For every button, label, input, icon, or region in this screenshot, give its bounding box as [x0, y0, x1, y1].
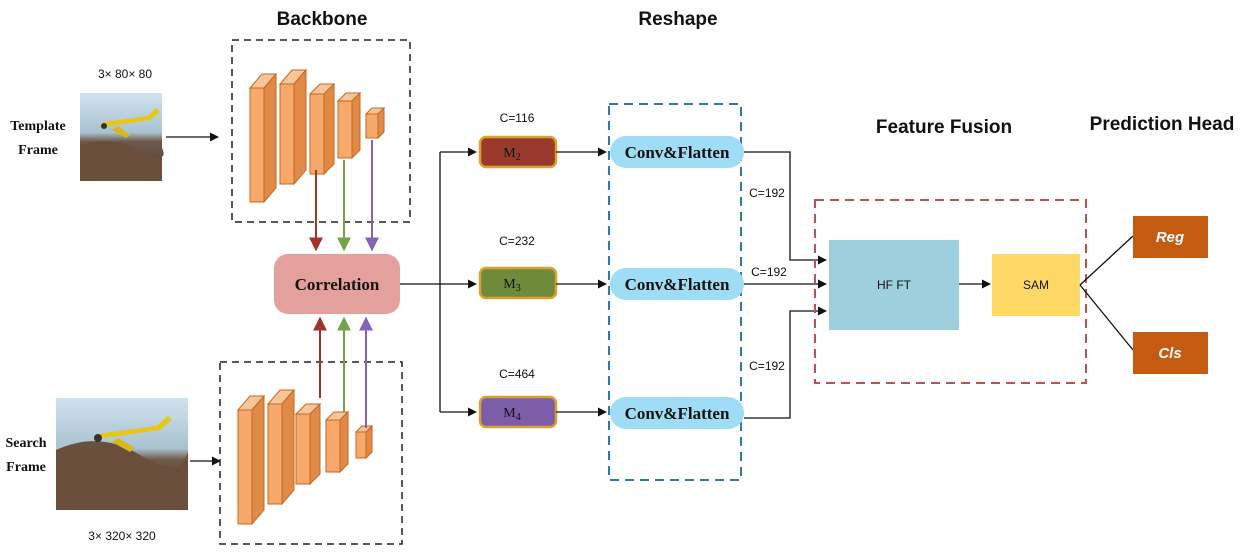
prediction-head-header: Prediction Head	[1090, 114, 1235, 135]
sam-to-cls-line	[1079, 284, 1134, 351]
template-backbone-blocks	[248, 68, 386, 204]
conv-flatten-3	[610, 397, 744, 429]
search-label-line1: Search	[6, 436, 47, 451]
reg-box	[1133, 216, 1208, 258]
reshape-header: Reshape	[638, 9, 717, 30]
fusion-channels-3: C=192	[749, 359, 785, 373]
backbone-search-box	[219, 361, 403, 545]
hfft-label: HF FT	[877, 278, 912, 292]
conv-flatten-2-label: Conv&Flatten	[625, 275, 730, 294]
sam-box	[992, 254, 1080, 316]
fusion-channels-1: C=192	[749, 186, 785, 200]
feature-fusion-header: Feature Fusion	[876, 117, 1012, 138]
hfft-box	[829, 240, 959, 330]
conv-flatten-3-label: Conv&Flatten	[625, 404, 730, 423]
search-label-line2: Frame	[6, 460, 46, 475]
sam-to-reg-line	[1079, 235, 1134, 286]
template-size-label: 3× 80× 80	[98, 67, 152, 81]
template-label-line1: Template	[10, 119, 65, 134]
m3-channels: C=232	[499, 234, 535, 248]
m3-box	[478, 266, 558, 300]
backbone-header: Backbone	[277, 9, 368, 30]
backbone-template-box	[231, 39, 411, 223]
template-frame-image	[80, 93, 164, 181]
search-frame-image	[56, 398, 188, 510]
m4-label: M4	[503, 406, 520, 423]
m2-label: M2	[503, 146, 520, 163]
search-backbone-blocks	[236, 388, 374, 526]
sam-label: SAM	[1023, 278, 1049, 292]
m3-label: M3	[503, 277, 520, 294]
template-label-line2: Frame	[18, 143, 58, 158]
reg-label: Reg	[1156, 229, 1184, 246]
correlation-box	[274, 254, 400, 314]
fusion-channels-2: C=192	[751, 265, 787, 279]
correlation-label: Correlation	[295, 275, 380, 294]
search-size-label: 3× 320× 320	[88, 529, 156, 543]
m2-channels: C=116	[500, 111, 535, 125]
conv-flatten-2	[610, 268, 744, 300]
m4-channels: C=464	[499, 367, 535, 381]
conv3-to-hfft-arrow	[744, 306, 827, 419]
cls-label: Cls	[1158, 345, 1181, 362]
conv-flatten-1	[610, 136, 744, 168]
conv1-to-hfft-arrow	[744, 151, 827, 265]
conv-flatten-1-label: Conv&Flatten	[625, 143, 730, 162]
cls-box	[1133, 332, 1208, 374]
